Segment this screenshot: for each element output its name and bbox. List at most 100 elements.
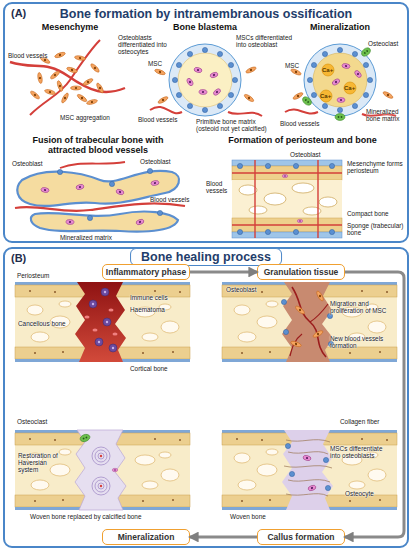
periosteum-illustration [319,197,337,207]
mineralization-illustration [363,92,368,97]
callout-label: Osteoblast [12,160,43,167]
periosteum-illustration [265,229,270,234]
callout-label: Osteocyte [345,490,374,497]
granulation-bone [316,290,325,302]
blastema-illustration [178,53,232,107]
periosteum-illustration [329,229,334,234]
inflammatory-bone [85,315,90,318]
callout-label: MSC aggregation [60,114,110,121]
granulation-bone [312,330,324,339]
callus-bone [303,455,312,462]
mineralization-illustration [301,95,313,107]
callout-label: Blood vessels [138,116,177,123]
trabecular-illustration [135,218,144,225]
stage-label: Callus formation [267,532,334,542]
granulation-bone [290,340,302,348]
blastema-illustration [187,103,192,108]
remodelled-bone [100,485,102,487]
callout-label: Migration and proliferation of MSC [330,300,392,314]
mineralization-illustration [320,90,332,102]
inflammatory-bone [75,282,126,362]
mineralization-illustration [382,91,394,100]
msc-cluster [66,66,78,74]
callout-label: Collagen fiber [340,418,379,425]
blastema-illustration [217,51,222,56]
granulation-bone [281,299,286,304]
blastema-illustration [187,51,192,56]
remodelled-bone [75,430,126,510]
periosteum-illustration [237,229,242,234]
periosteum-illustration [265,163,270,168]
stage-label: Inflammatory phase [106,267,186,277]
inflammatory-bone [113,332,118,335]
mineralization-illustration [337,47,342,52]
periosteum-illustration [232,160,342,166]
callout-label: Haematoma [130,306,165,313]
blastema-illustration [202,47,207,52]
msc-cluster [54,51,66,59]
remodelled-bone [98,483,104,489]
blastema-illustration [228,92,233,97]
callout-label: Periosteum [17,272,49,279]
ion-label: Ca+ [344,85,355,92]
mineralization-illustration [292,92,304,101]
inflammatory-bone [98,341,100,343]
mineralization-illustration [311,92,316,97]
msc-cluster [50,70,61,80]
granulation-bone [290,304,328,356]
msc-cluster [56,80,64,92]
section-heading: Mineralization [285,22,395,32]
granulation-bone [295,305,306,315]
blastema-illustration [245,66,257,74]
blastema-illustration [176,62,181,67]
msc-cluster [74,55,86,61]
trabecular-illustration [109,181,114,186]
callus-bone [307,484,316,491]
callout-label: Woven bone replaced by calcified bone [30,513,141,520]
callout-label: MSCs differentiate into osteoblasts [330,445,392,459]
mineralization-illustration [344,82,356,94]
callus-bone [282,430,333,510]
blastema-illustration [176,92,181,97]
callout-label: MSC [285,62,299,69]
remodelled-bone [98,453,104,459]
trabecular-illustration [57,169,62,174]
mineralization-illustration [304,44,376,116]
trabecular-illustration [151,180,160,186]
periosteum-illustration [292,183,314,193]
callout-label: Osteoblast [290,151,321,158]
trabecular-illustration [147,168,152,173]
mineralization-illustration [342,63,351,69]
stage-arrow [345,272,404,537]
blood-vessel [30,40,100,115]
callout-label: Osteoblast [140,158,171,165]
granulation-bone [222,282,397,362]
mineralization-illustration [352,51,357,56]
remodelled-bone [92,477,110,495]
periosteum-illustration [232,180,342,218]
inflammatory-bone [89,300,97,308]
callout-label: Restoration of Haversian system [18,452,68,474]
mineralization-illustration [337,98,345,103]
msc-cluster [86,99,98,106]
trabecular-illustration [157,210,162,215]
periosteum-illustration [293,229,298,234]
inflammatory-bone [104,291,106,293]
stage-box: Callus formation [257,529,345,545]
callout-label: Osteoblasts differentiated into osteocyt… [118,34,180,56]
mineralization-illustration [322,64,334,76]
periosteum-illustration [232,160,342,238]
inflammatory-bone [15,282,190,362]
remodelled-bone [95,480,107,492]
panel-letter: (A) [11,7,26,19]
mineralization-illustration [285,109,318,113]
periosteum-illustration [329,163,334,168]
mineralization-illustration [322,103,327,108]
mineralization-illustration [363,62,368,67]
blastema-illustration [150,44,262,116]
msc-cluster [71,86,82,90]
mineralization-illustration [337,107,342,112]
